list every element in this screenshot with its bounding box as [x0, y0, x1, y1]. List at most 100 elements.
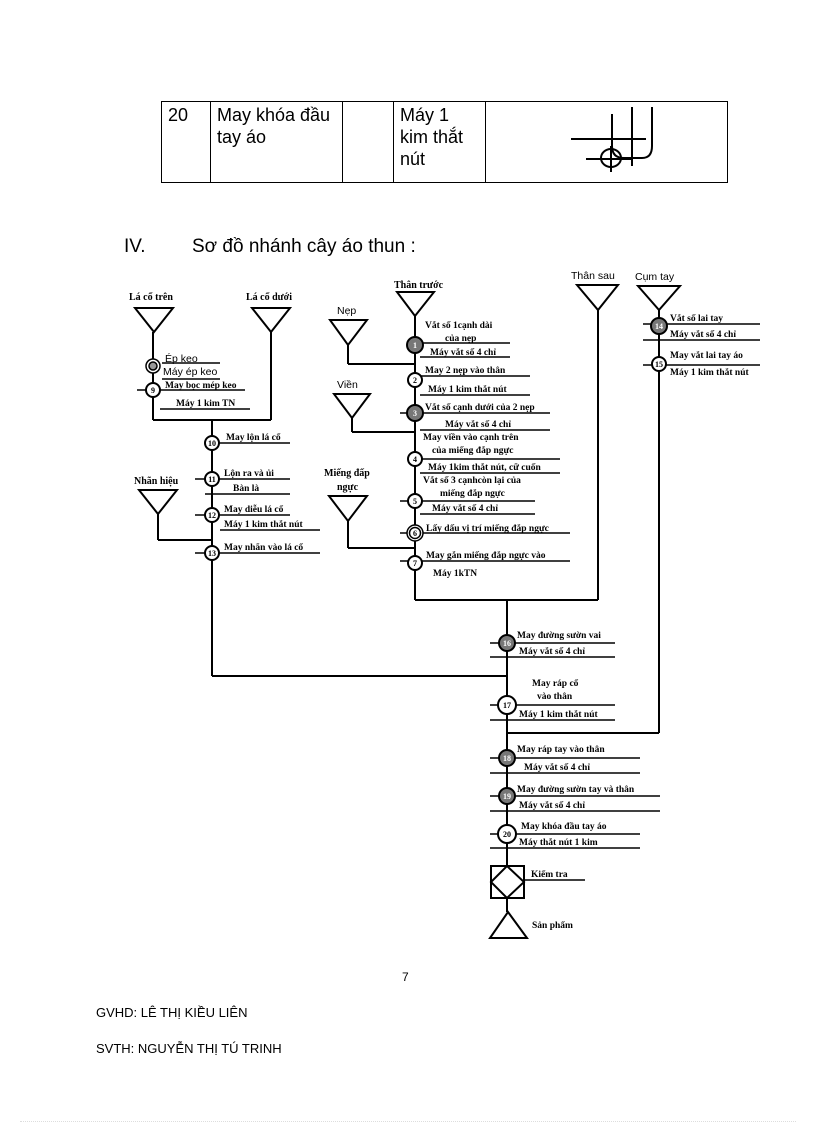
op11-line1: Lộn ra và ủi: [224, 469, 274, 479]
op16-line2: Máy vắt số 4 chỉ: [519, 646, 585, 657]
op14-line2: Máy vắt số 4 chỉ: [670, 329, 736, 340]
component-triangle: [132, 307, 176, 334]
label-cum-tay: Cụm tay: [635, 271, 675, 283]
node-17: [497, 695, 517, 715]
node-3: [406, 404, 424, 422]
op20-line1: May khóa đầu tay áo: [521, 821, 607, 832]
op15-line1: May vắt lai tay áo: [670, 350, 743, 361]
op9-line2: Máy 1 kim TN: [176, 399, 235, 409]
op7-line1: May gắn miếng đắp ngực vào: [426, 550, 546, 561]
bottom-rule: [20, 1121, 796, 1122]
component-triangle: [328, 319, 370, 347]
component-triangle: [332, 393, 372, 420]
op-san-pham: Sản phẩm: [532, 920, 573, 931]
node-15: [651, 356, 667, 372]
node-7-label: 7: [413, 559, 417, 568]
node-7: [407, 555, 423, 571]
section-number: IV.: [124, 236, 146, 257]
cell-operation: May khóa đầu tay áo: [210, 101, 343, 183]
node-13-label: 13: [208, 549, 216, 558]
op6: Lấy dấu vị trí miếng đắp ngực: [426, 523, 549, 534]
node-16-label: 16: [503, 639, 511, 648]
op18-line1: May ráp tay vào thân: [517, 745, 605, 755]
ep-keo-node-inner: [148, 361, 158, 371]
op9-line1: May bọc mép keo: [165, 381, 237, 391]
node-9-label: 9: [151, 386, 155, 395]
op5-line2: miếng đắp ngực: [440, 488, 505, 499]
op-ep-keo-2: Máy ép keo: [163, 366, 217, 378]
op18-line2: Máy vắt số 4 chỉ: [524, 762, 590, 773]
component-triangle: [635, 285, 683, 312]
op17-line1: May ráp cổ: [532, 678, 579, 689]
label-nhan-hieu: Nhãn hiệu: [134, 476, 179, 487]
section-heading: IV.Sơ đồ nhánh cây áo thun :: [124, 236, 416, 258]
node-6-label: 6: [413, 529, 417, 538]
inspection-box: [489, 864, 526, 900]
op1-line1: Vắt số 1cạnh dài: [425, 320, 493, 331]
node-9: [145, 382, 161, 398]
op1-line2: của nẹp: [445, 334, 476, 344]
node-11-label: 11: [208, 475, 216, 484]
node-20-label: 20: [503, 830, 511, 839]
cell-symbol: [485, 101, 728, 183]
node-15-label: 15: [655, 360, 663, 369]
node-5-label: 5: [413, 497, 417, 506]
node-5: [407, 493, 423, 509]
label-than-sau: Thân sau: [571, 270, 615, 282]
cell-number: 20: [161, 101, 211, 183]
node-17-label: 17: [503, 701, 511, 710]
cell-empty: [342, 101, 394, 183]
node-14: [650, 317, 668, 335]
node-13: [204, 545, 220, 561]
op4-line2: của miếng đắp ngực: [432, 445, 513, 456]
component-triangle: [326, 495, 370, 523]
node-4-label: 4: [413, 455, 417, 464]
op17-line3: Máy 1 kim thắt nút: [519, 709, 598, 720]
op20-line2: Máy thắt nút 1 kim: [519, 837, 598, 848]
node-19: [498, 787, 516, 805]
label-vien: Viền: [337, 379, 358, 391]
op5-line1: Vắt số 3 cạnhcòn lại của: [423, 475, 521, 486]
op14-line1: Vắt số lai tay: [670, 313, 723, 324]
op2-line2: Máy 1 kim thắt nút: [428, 384, 507, 395]
op12-line2: Máy 1 kim thắt nút: [224, 519, 303, 530]
node-6-inner: [408, 526, 422, 540]
op-kiem-tra: Kiểm tra: [531, 869, 568, 880]
node-19-label: 19: [503, 792, 511, 801]
node-11: [204, 471, 220, 487]
op4-line3: Máy 1kim thắt nút, cữ cuốn: [428, 462, 542, 473]
component-triangle: [136, 489, 180, 516]
node-20: [497, 824, 517, 844]
garment-assembly-tree-diagram: 9 10 11 12 13 2 4 5 6 7 15 17 20 1 3 14 …: [129, 270, 760, 939]
op1-line3: Máy vắt số 4 chỉ: [430, 347, 496, 358]
cell-machine: Máy 1 kim thắt nút: [393, 101, 486, 183]
node-10-label: 10: [208, 439, 216, 448]
finished-product-triangle: [488, 910, 529, 939]
component-triangle: [574, 284, 621, 312]
op3-line1: Vắt số cạnh dưới của 2 nẹp: [425, 402, 535, 413]
footer-gvhd: GVHD: LÊ THỊ KIỀU LIÊN: [96, 1005, 248, 1020]
component-triangle: [249, 307, 293, 334]
component-triangle: [395, 291, 437, 318]
node-14-label: 14: [655, 322, 663, 331]
label-mieng-dap-nguc-2: ngực: [337, 482, 359, 493]
op17-line2: vào thân: [537, 692, 573, 702]
op2-line1: May 2 nẹp vào thân: [425, 366, 506, 376]
node-18-label: 18: [503, 754, 511, 763]
table-row: 20 May khóa đầu tay áo Máy 1 kim thắt nú…: [161, 101, 728, 183]
op4-line1: May viền vào cạnh trên: [423, 432, 519, 443]
op19-line2: Máy vắt số 4 chỉ: [519, 800, 585, 811]
lockstitch-bartack-symbol: [571, 107, 653, 172]
node-2-label: 2: [413, 376, 417, 385]
node-3-label: 3: [413, 409, 417, 418]
operations-table: 20 May khóa đầu tay áo Máy 1 kim thắt nú…: [161, 101, 728, 183]
op19-line1: May đường sườn tay và thân: [517, 785, 635, 795]
op-ep-keo-1: Ép keo: [165, 352, 198, 365]
op12-line1: May diễu lá cổ: [224, 504, 284, 515]
node-10: [204, 435, 220, 451]
node-16: [498, 634, 516, 652]
label-mieng-dap-nguc-1: Miếng đấp: [324, 468, 370, 479]
node-4: [407, 451, 423, 467]
label-nep: Nẹp: [337, 305, 356, 317]
op5-line3: Máy vắt số 4 chỉ: [432, 503, 498, 514]
